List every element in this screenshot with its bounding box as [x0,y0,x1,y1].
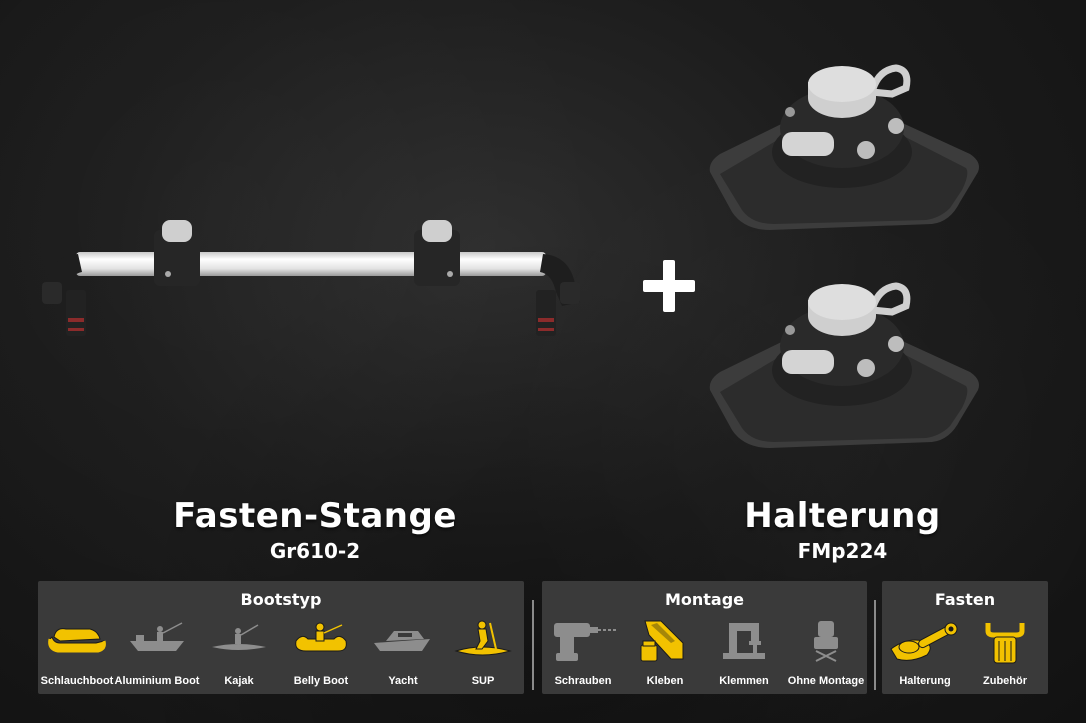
boat-type-schlauchboot: Schlauchboot [40,619,114,691]
mounting-ohne-montage: Ohne Montage [788,619,864,691]
mounting-panel: Montage Schrauben Kleben Klemmen [542,581,867,694]
item-label: Schrauben [554,675,612,687]
aluminium-boat-icon [130,622,184,651]
panel-title: Fasten [934,590,996,609]
boat-type-panel: Bootstyp Schlauchboot Aluminium Boot Kaj… [38,581,524,694]
item-label: SUP [471,675,495,687]
panel-title: Montage [664,590,745,609]
item-label: Belly Boot [293,675,349,687]
item-label: Kleben [646,675,684,687]
mounting-kleben: Kleben [628,619,702,691]
belly-boat-icon [295,622,347,652]
divider [532,600,534,690]
mount-icon [890,622,958,661]
glue-icon [640,620,684,662]
fasten-bar-image [42,220,580,336]
boat-type-belly-boot: Belly Boot [284,619,358,691]
item-label: Ohne Montage [787,675,865,687]
item-label: Schlauchboot [40,675,114,687]
item-label: Zubehör [983,675,1027,687]
item-label: Klemmen [719,675,769,687]
yacht-icon [374,631,430,651]
mount-image-top [709,64,979,230]
accessory-icon [985,623,1025,664]
drill-icon [554,623,616,661]
product-title-halterung: Halterung FMp224 [690,496,995,564]
divider [874,600,876,690]
product-code: Gr610-2 [269,539,361,563]
product-name: Fasten-Stange [173,496,457,536]
sup-icon [454,620,512,656]
clamp-icon [723,623,765,659]
mounting-klemmen: Klemmen [707,619,781,691]
item-label: Halterung [899,675,951,687]
fasten-halterung: Halterung [888,619,962,691]
product-code: FMp224 [797,539,888,563]
fasten-panel: Fasten Halterung Zubehör [882,581,1048,694]
mounting-schrauben: Schrauben [546,619,620,691]
item-label: Aluminium Boot [114,675,200,687]
item-label: Yacht [388,675,418,687]
product-name: Halterung [744,496,941,536]
fasten-zubehoer: Zubehör [968,619,1042,691]
boat-type-sup: SUP [446,619,520,691]
kayak-icon [212,624,266,650]
mount-image-bottom [709,282,979,448]
item-label: Kajak [224,675,254,687]
product-title-fasten-stange: Fasten-Stange Gr610-2 [160,496,470,564]
panel-title: Bootstyp [240,590,322,609]
boat-type-aluminium-boot: Aluminium Boot [115,619,199,691]
no-mount-icon [814,621,838,662]
plus-icon [641,258,697,314]
boat-type-yacht: Yacht [366,619,440,691]
inflatable-boat-icon [48,628,106,653]
boat-type-kajak: Kajak [202,619,276,691]
